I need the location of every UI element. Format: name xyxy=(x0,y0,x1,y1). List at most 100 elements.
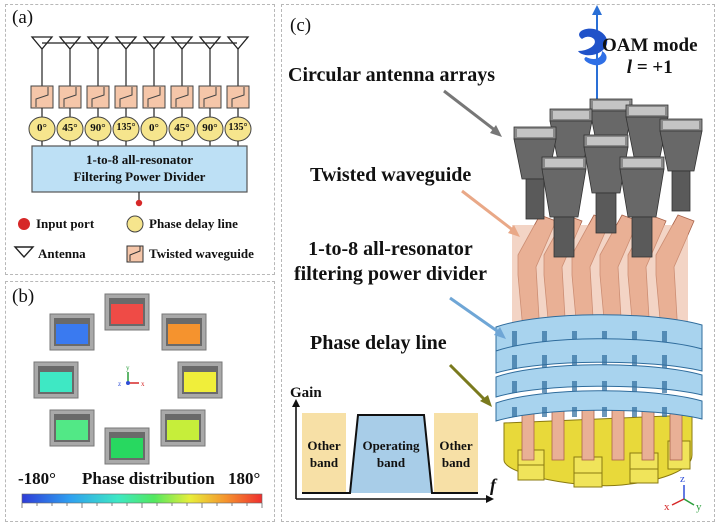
twisted-waveguide-icon xyxy=(86,85,110,109)
phase-value-label: 0° xyxy=(37,122,47,134)
callout-divider-line1: 1-to-8 all-resonator xyxy=(308,238,473,260)
ring-slot xyxy=(512,355,517,369)
horn-antenna xyxy=(541,156,587,258)
antenna-icon xyxy=(226,36,250,51)
twisted-waveguide-icon xyxy=(198,85,222,109)
phase-cell xyxy=(104,293,150,331)
phase-cell xyxy=(104,427,150,465)
oam-mode-label: OAM mode xyxy=(602,35,698,56)
antenna-icon xyxy=(114,36,138,51)
panel-b-label: (b) xyxy=(12,286,35,307)
power-divider-box xyxy=(31,145,248,193)
antenna-icon xyxy=(198,36,222,51)
feed-network-schematic xyxy=(13,36,252,263)
phase-delay-legend-icon xyxy=(126,215,144,233)
other-band-left xyxy=(302,413,346,493)
twisted-waveguide-icon xyxy=(30,85,54,109)
phase-value-label: 135° xyxy=(116,122,136,133)
twisted-waveguide-icon xyxy=(114,85,138,109)
antenna-3d-model xyxy=(292,5,703,506)
panel-c: (c) xyxy=(281,4,715,522)
ring-slot xyxy=(512,407,517,417)
power-divider-section xyxy=(495,314,703,422)
antenna-icon xyxy=(30,36,54,51)
frequency-axis-label: f xyxy=(490,475,496,495)
antenna-icon xyxy=(170,36,194,51)
antenna-array-section xyxy=(513,98,703,258)
operating-band-line2: band xyxy=(376,455,406,470)
phase-cell xyxy=(49,409,95,447)
ring-slot xyxy=(572,407,577,417)
twisted-waveguide-icon xyxy=(58,85,82,109)
callout-antenna-arrays: Circular antenna arrays xyxy=(288,64,496,86)
svg-text:y: y xyxy=(126,364,130,372)
other-band-right-line2: band xyxy=(441,455,471,470)
horn-antenna xyxy=(659,118,703,212)
svg-text:z: z xyxy=(118,380,121,388)
ring-slot xyxy=(662,381,667,393)
twisted-waveguide-legend-icon xyxy=(126,245,144,263)
divider-label-line1: 1-to-8 all-resonator xyxy=(86,152,193,167)
phase-value-label: 90° xyxy=(202,122,218,134)
ring-slot xyxy=(662,331,667,347)
callout-twisted-waveguide: Twisted waveguide xyxy=(310,164,472,186)
phase-cell xyxy=(177,361,223,399)
antenna-legend-icon xyxy=(13,246,35,259)
corner-axis-triad xyxy=(671,485,695,506)
ring-slot xyxy=(512,381,517,393)
horn-antenna xyxy=(583,134,629,234)
antenna-icon xyxy=(58,36,82,51)
legend-phase-delay-line: Phase delay line xyxy=(149,216,238,231)
axis-triad: y x z xyxy=(118,364,145,388)
antenna-icon xyxy=(142,36,166,51)
ring-slot xyxy=(602,355,607,369)
other-band-right xyxy=(434,413,478,493)
svg-text:x: x xyxy=(141,380,145,388)
ring-slot xyxy=(662,355,667,369)
other-band-right-line1: Other xyxy=(439,438,473,453)
phase-cell xyxy=(160,409,206,447)
ring-slot xyxy=(542,407,547,417)
ring-slot xyxy=(512,331,517,347)
phase-distribution-plot: y x z xyxy=(21,293,263,508)
antenna-icon xyxy=(86,36,110,51)
panel-c-label: (c) xyxy=(290,15,312,36)
oam-l-symbol: l xyxy=(626,57,633,78)
phase-value-label: 45° xyxy=(62,122,78,134)
axis-y-label: y xyxy=(696,501,702,513)
panel-b: (b) y x z -180° Phase distribution xyxy=(5,281,275,522)
phase-value-label: 0° xyxy=(149,122,159,134)
panel-a: (a) 1-to-8 all-resonator Filtering Power… xyxy=(5,4,275,275)
ring-slot xyxy=(662,407,667,417)
ring-slot xyxy=(632,407,637,417)
phase-cell xyxy=(33,361,79,399)
phase-cell xyxy=(49,313,95,351)
input-port-legend-icon xyxy=(18,218,30,230)
ring-slot xyxy=(542,381,547,393)
phase-value-label: 135° xyxy=(228,122,248,133)
ring-slot xyxy=(602,381,607,393)
colorbar-max-label: 180° xyxy=(228,469,261,488)
ring-slot xyxy=(542,331,547,347)
panel-a-label: (a) xyxy=(12,7,34,28)
legend-antenna: Antenna xyxy=(38,246,86,261)
ring-slot xyxy=(632,355,637,369)
phase-value-label: 90° xyxy=(90,122,106,134)
axis-x-label: x xyxy=(664,501,670,513)
ring-slot xyxy=(572,355,577,369)
oam-beam-icon xyxy=(578,28,608,66)
callout-phase-delay-line: Phase delay line xyxy=(310,332,447,354)
phase-colorbar xyxy=(21,493,263,504)
other-band-left-line1: Other xyxy=(307,438,341,453)
ring-slot xyxy=(542,355,547,369)
legend-input-port: Input port xyxy=(36,216,95,231)
ring-slot xyxy=(602,407,607,417)
ring-slot xyxy=(572,381,577,393)
ring-slot xyxy=(632,381,637,393)
twisted-waveguide-icon xyxy=(170,85,194,109)
operating-band xyxy=(350,415,432,493)
phase-value-label: 45° xyxy=(174,122,190,134)
horn-antenna xyxy=(513,126,557,220)
colorbar-min-label: -180° xyxy=(18,469,56,488)
other-band-left-line2: band xyxy=(309,455,339,470)
